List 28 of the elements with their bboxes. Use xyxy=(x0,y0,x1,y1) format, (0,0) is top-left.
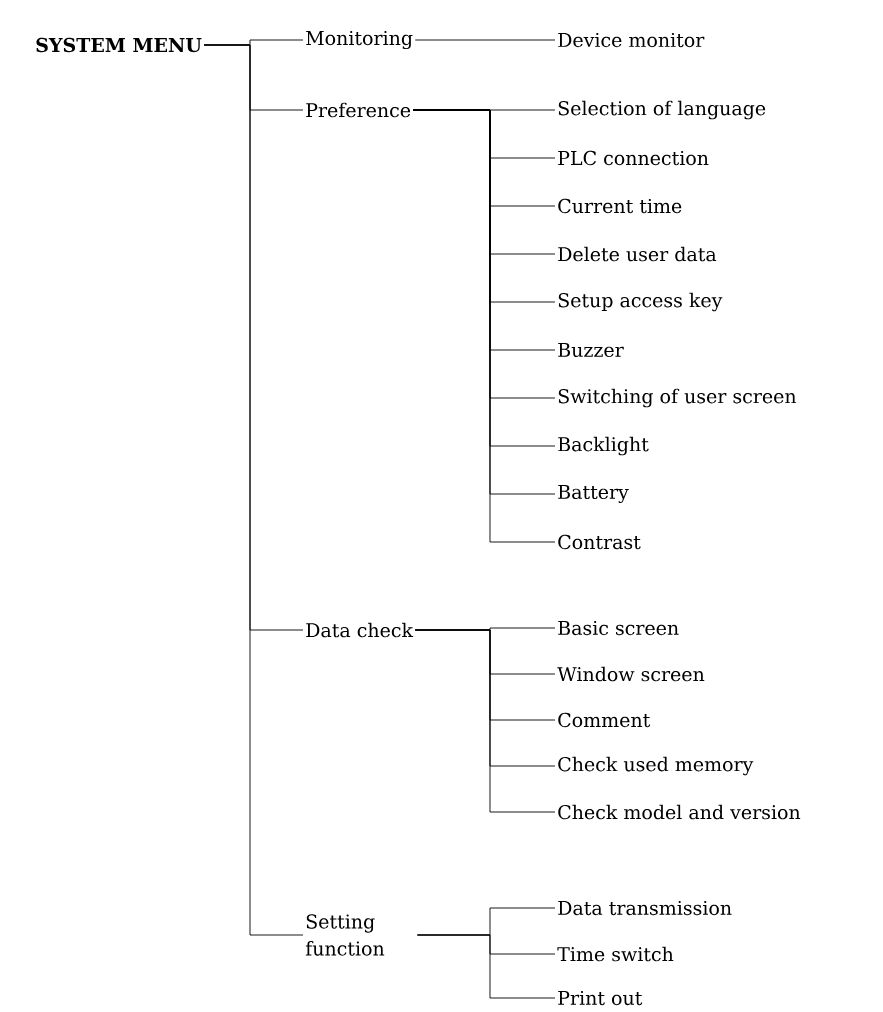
menu-item: Selection of language xyxy=(558,100,766,120)
menu-item: PLC connection xyxy=(558,150,709,166)
menu-item: Backlight xyxy=(558,436,649,456)
tree-connector xyxy=(203,44,304,936)
menu-item: Delete user data xyxy=(558,246,717,262)
menu-item: Device monitor xyxy=(558,32,705,48)
menu-item: Setup access key xyxy=(558,292,723,312)
menu-item: Setting function xyxy=(305,914,385,956)
menu-item: Preference xyxy=(306,102,411,118)
menu-item: Comment xyxy=(558,712,651,728)
menu-item: Print out xyxy=(558,990,643,1006)
menu-item: Check model and version xyxy=(558,804,801,820)
menu-item: Monitoring xyxy=(306,30,413,50)
menu-item: Data transmission xyxy=(558,900,732,916)
menu-item: Buzzer xyxy=(558,342,624,358)
menu-item: Basic screen xyxy=(558,620,679,636)
tree-connector xyxy=(414,39,556,41)
menu-item: Switching of user screen xyxy=(558,388,797,408)
tree-connector xyxy=(416,934,556,999)
menu-item: Time switch xyxy=(557,946,674,962)
menu-item: Contrast xyxy=(558,534,641,550)
menu-item: Window screen xyxy=(557,666,705,682)
menu-item: Current time xyxy=(558,198,682,214)
menu-item: Battery xyxy=(558,484,629,504)
menu-item: Check used memory xyxy=(558,756,754,776)
menu-item: Data check xyxy=(306,622,414,638)
tree-connector xyxy=(414,629,556,813)
menu-item: SYSTEM MENU xyxy=(36,37,202,53)
